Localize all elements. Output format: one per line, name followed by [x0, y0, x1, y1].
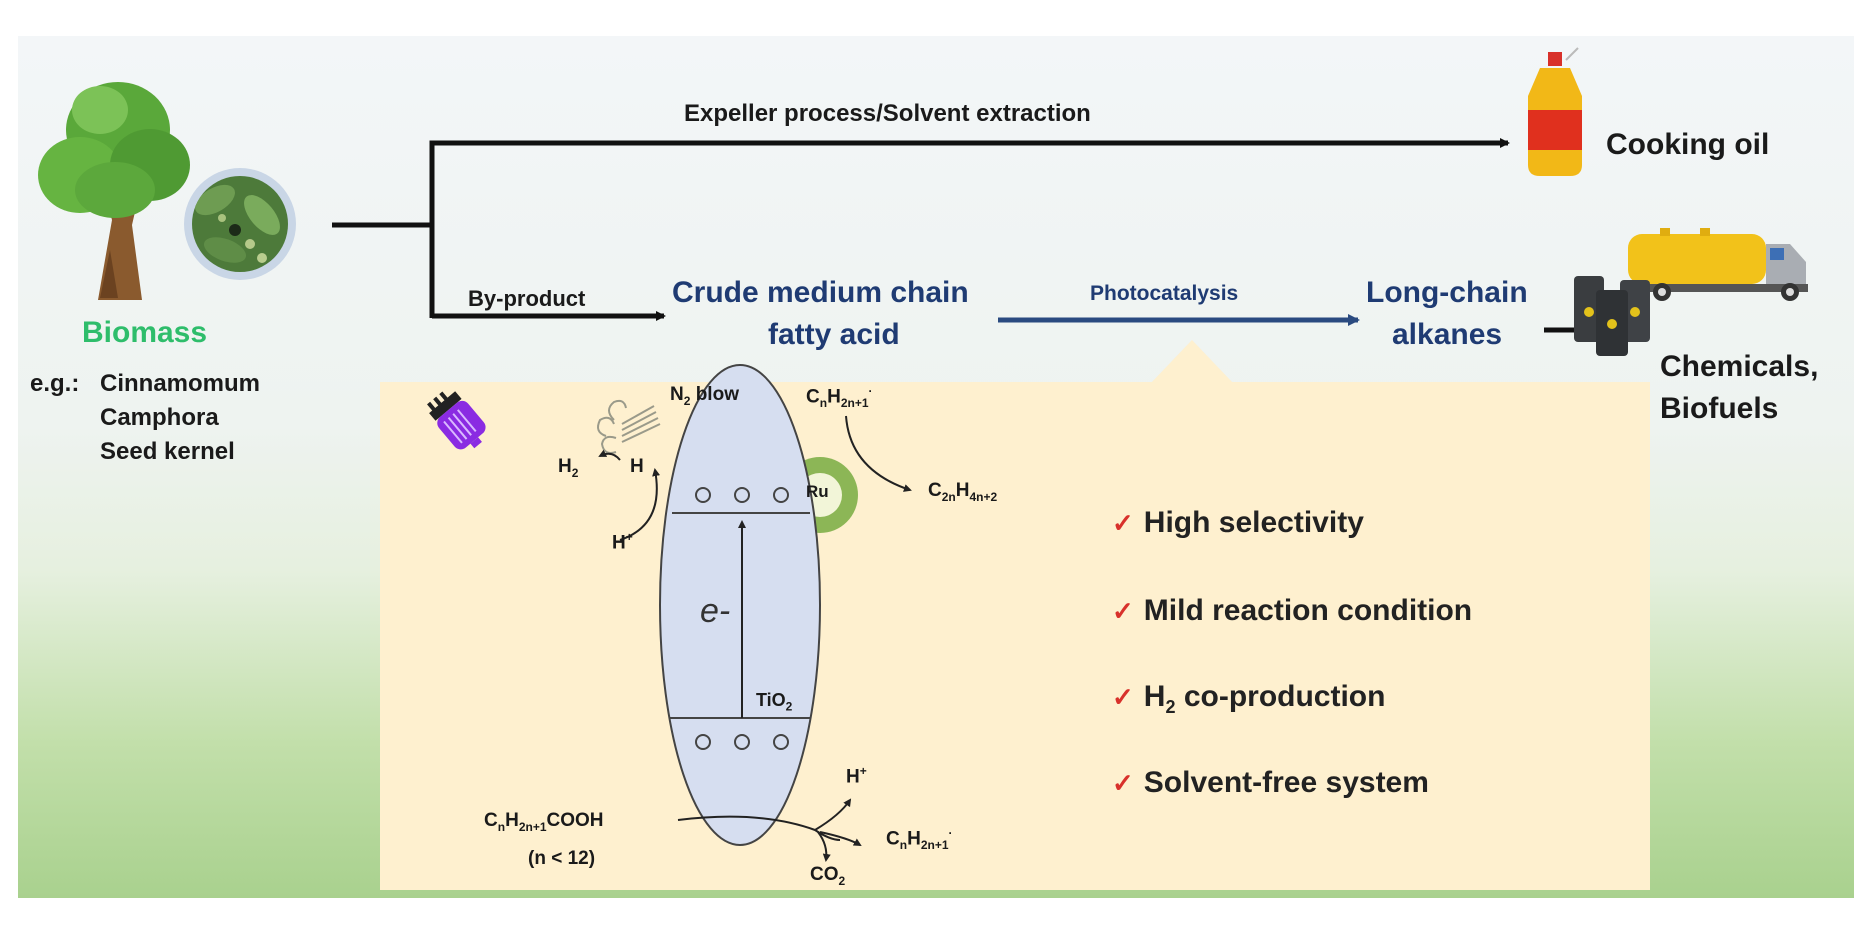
- alkyl-radical-top-label: CnH2n+1·: [806, 384, 873, 411]
- callout-notch: [1150, 340, 1234, 384]
- chain-length-condition: (n < 12): [528, 848, 596, 869]
- benefit-item: ✓High selectivity: [1112, 506, 1364, 539]
- tanker-truck-icon: [1624, 228, 1808, 301]
- check-icon: ✓: [1112, 768, 1134, 798]
- check-icon: ✓: [1112, 596, 1134, 626]
- check-icon: ✓: [1112, 682, 1134, 712]
- check-icon: ✓: [1112, 508, 1134, 538]
- electron-label: e-: [700, 592, 731, 630]
- wind-blow-icon: [597, 399, 661, 454]
- chemicals-line1: Chemicals,: [1660, 350, 1819, 383]
- h-plus-top-label: H+: [612, 530, 633, 554]
- biomass-example-prefix: e.g.:: [30, 370, 80, 397]
- uv-lamp-icon: [427, 391, 486, 450]
- photocatalysis-label: Photocatalysis: [1090, 282, 1239, 305]
- hole-circles: [695, 734, 789, 750]
- camphor-seeds-photo: [184, 168, 296, 280]
- n2-blow-label: N2 blow: [670, 384, 739, 408]
- ru-label: Ru: [806, 482, 829, 501]
- mechanism-box: [380, 382, 1650, 890]
- flow-arrows: [332, 138, 1612, 335]
- alkyl-radical-bottom-label: CnH2n+1·: [886, 826, 953, 853]
- electron-circles: [695, 487, 789, 503]
- byproduct-route-label: By-product: [468, 286, 586, 311]
- h-atom-label: H: [630, 456, 644, 477]
- fatty-acid-formula: CnH2n+1COOH: [484, 810, 604, 834]
- benefit-item: ✓H2 co-production: [1112, 680, 1386, 717]
- h2-label: H2: [558, 456, 579, 480]
- cooking-oil-label: Cooking oil: [1606, 128, 1770, 161]
- biomass-example-2: Camphora: [100, 404, 219, 431]
- crude-fatty-acid-line2: fatty acid: [768, 318, 900, 351]
- tio2-particle: [659, 364, 821, 846]
- alkanes-line2: alkanes: [1392, 318, 1503, 351]
- dimer-alkane-label: C2nH4n+2: [928, 480, 998, 504]
- biomass-example-1: Cinnamomum: [100, 370, 261, 397]
- crude-fatty-acid-line1: Crude medium chain: [672, 276, 969, 309]
- oil-barrels-icon: [1574, 276, 1650, 356]
- benefit-item: ✓Mild reaction condition: [1112, 594, 1473, 627]
- reaction-arrows: [598, 415, 912, 862]
- benefit-item: ✓Solvent-free system: [1112, 766, 1429, 799]
- expeller-route-label: Expeller process/Solvent extraction: [684, 100, 1091, 127]
- chemicals-line2: Biofuels: [1660, 392, 1779, 425]
- cooking-oil-bottle-icon: [1528, 47, 1582, 176]
- co2-label: CO2: [810, 864, 846, 888]
- tree-icon: [38, 82, 190, 300]
- tio2-label: TiO2: [756, 690, 793, 714]
- h-plus-bottom-label: H+: [846, 764, 867, 788]
- alkanes-line1: Long-chain: [1366, 276, 1528, 309]
- biomass-title: Biomass: [82, 316, 208, 349]
- biomass-example-3: Seed kernel: [100, 438, 235, 465]
